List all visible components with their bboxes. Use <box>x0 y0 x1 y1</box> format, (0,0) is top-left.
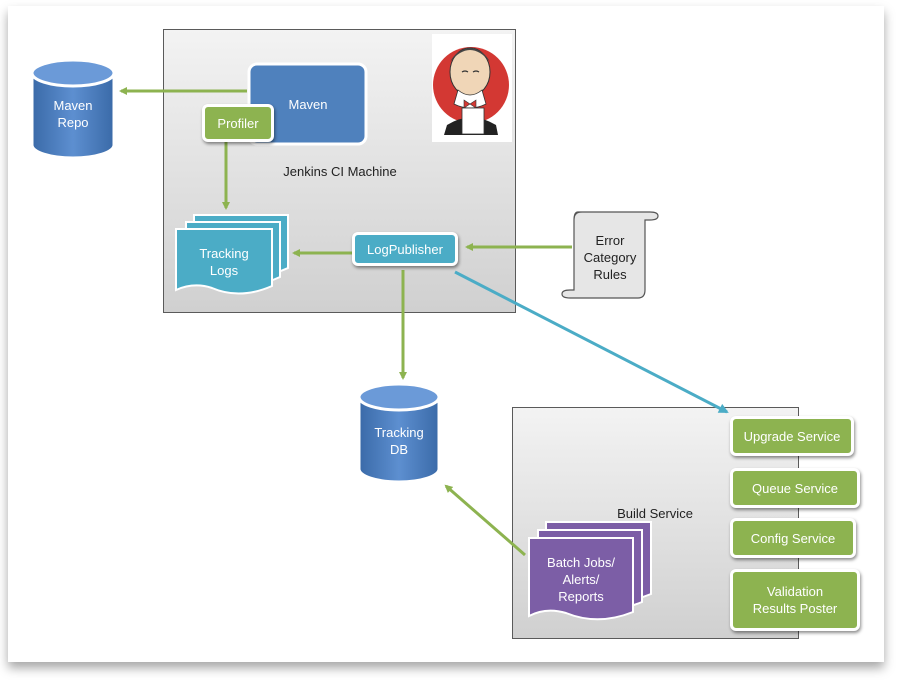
tracking-db-label: Tracking DB <box>374 425 424 457</box>
arrow-publisher-to-upgrade <box>454 270 729 414</box>
batch-jobs-documents <box>528 521 652 621</box>
profiler-box: Profiler <box>202 104 274 142</box>
tracking-logs-label: Tracking Logs <box>199 246 249 278</box>
error-rules-scroll <box>561 211 659 299</box>
batch-jobs-label: Batch Jobs/ Alerts/ Reports <box>547 554 615 604</box>
log-publisher-box: LogPublisher <box>352 232 458 266</box>
jenkins-machine-label: Jenkins CI Machine <box>283 164 397 179</box>
arrow-batch-to-db <box>444 484 526 557</box>
maven-repo-cylinder <box>30 58 116 160</box>
error-rules-label: Error Category Rules <box>583 233 637 282</box>
upgrade-service-box: Upgrade Service <box>730 416 854 456</box>
tracking-logs-documents <box>175 214 289 295</box>
validation-poster-box: Validation Results Poster <box>730 569 860 631</box>
build-service-label: Build Service <box>617 506 693 521</box>
config-service-box: Config Service <box>730 518 856 558</box>
queue-service-box: Queue Service <box>730 468 860 508</box>
maven-repo-label: Maven Repo <box>53 98 93 130</box>
maven-label: Maven <box>288 96 328 112</box>
tracking-db-cylinder <box>357 382 441 484</box>
jenkins-butler-icon <box>432 34 512 142</box>
